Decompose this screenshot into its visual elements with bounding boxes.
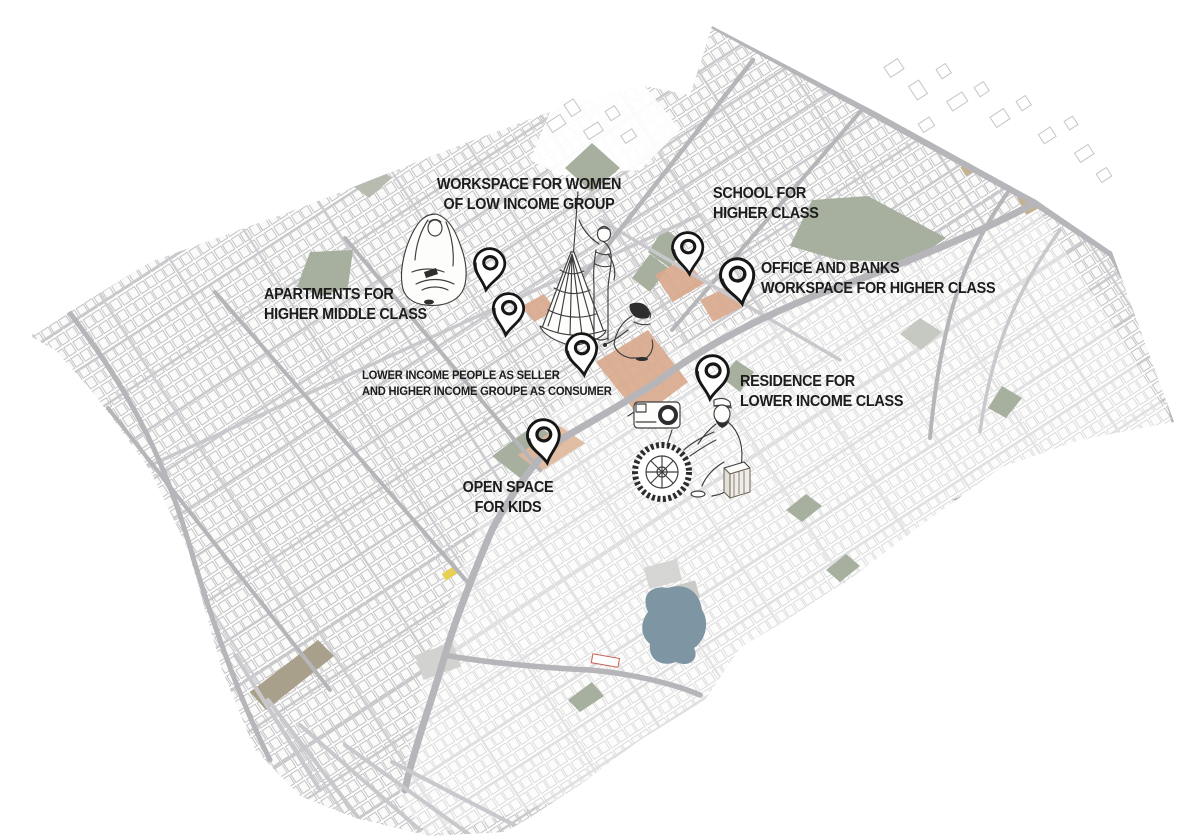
label-line: OPEN SPACE — [462, 479, 554, 496]
label-line: LOWER INCOME CLASS — [740, 392, 904, 410]
label-line: HIGHER CLASS — [713, 204, 819, 222]
label-line: WORKSPACE FOR WOMEN — [436, 176, 622, 193]
pond — [642, 586, 707, 665]
olive-strip — [250, 640, 334, 710]
label-line: OFFICE AND BANKS — [761, 260, 900, 277]
crouching-child-illustration — [603, 302, 654, 361]
zone-label-residence: RESIDENCE FOR LOWER INCOME CLASS — [740, 372, 903, 411]
label-line: AND HIGHER INCOME GROUPE AS CONSUMER — [362, 383, 612, 398]
net-vendor-illustration — [539, 191, 616, 347]
label-line: OF LOW INCOME GROUP — [443, 195, 615, 213]
label-line: RESIDENCE FOR — [740, 373, 855, 390]
zone-label-apartments: APARTMENTS FOR HIGHER MIDDLE CLASS — [264, 285, 427, 324]
sparse-buildings — [545, 57, 1113, 184]
seated-woman-illustration — [400, 213, 467, 307]
label-line: FOR KIDS — [474, 498, 542, 516]
label-line: SCHOOL FOR — [713, 185, 807, 202]
zone-label-workspace-women: WORKSPACE FOR WOMEN OF LOW INCOME GROUP — [422, 175, 636, 214]
zone-label-market: LOWER INCOME PEOPLE AS SELLER AND HIGHER… — [362, 368, 612, 400]
zone-label-school: SCHOOL FOR HIGHER CLASS — [713, 184, 819, 223]
wheel-mechanic-illustration — [627, 397, 751, 502]
label-line: LOWER INCOME PEOPLE AS SELLER — [362, 368, 560, 382]
red-outline-building — [590, 653, 621, 668]
lighter-district-overlay — [398, 203, 1174, 836]
zone-label-office: OFFICE AND BANKS WORKSPACE FOR HIGHER CL… — [761, 259, 996, 298]
zone-label-open-space: OPEN SPACE FOR KIDS — [452, 478, 564, 517]
roads — [57, 26, 1174, 836]
label-line: HIGHER MIDDLE CLASS — [264, 305, 427, 323]
label-line: WORKSPACE FOR HIGHER CLASS — [761, 279, 996, 297]
label-line: APARTMENTS FOR — [264, 286, 394, 303]
